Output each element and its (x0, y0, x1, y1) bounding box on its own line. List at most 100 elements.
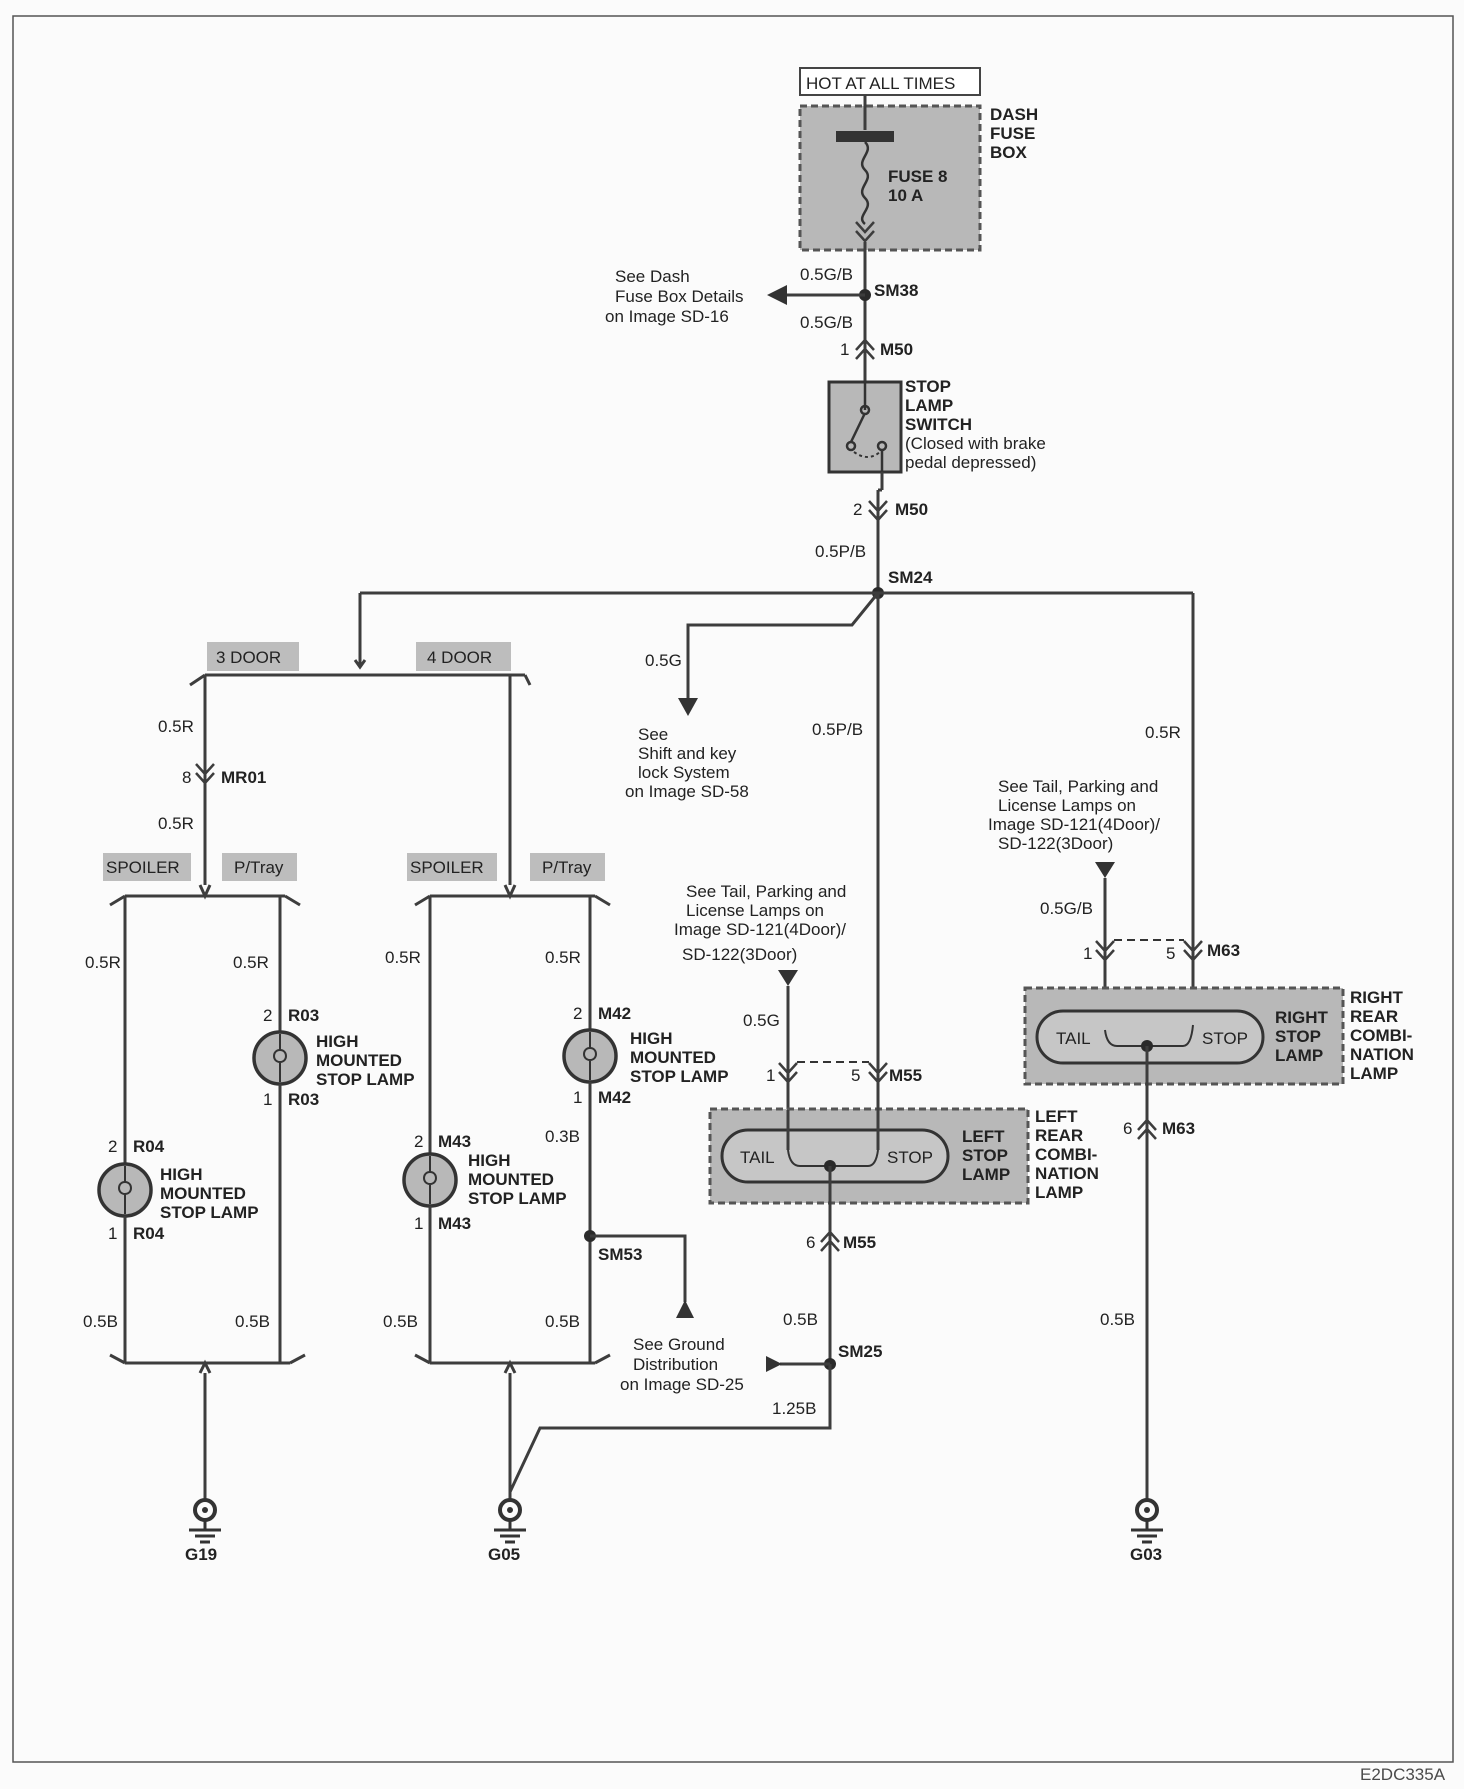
left-stop-label: STOP (887, 1148, 933, 1167)
dash-fuse-box (798, 104, 982, 252)
ground-g19: G19 (185, 1545, 217, 1564)
connector-m43-bottom: M43 (438, 1214, 471, 1233)
connector-m55-bottom: M55 (843, 1233, 876, 1252)
pin-label: 2 (414, 1132, 423, 1151)
right-rear-label-3: COMBI- (1350, 1026, 1412, 1045)
switch-label-3: SWITCH (905, 415, 972, 434)
connector-r03-bottom: R03 (288, 1090, 319, 1109)
hmsl-m43-label-1: HIGH (468, 1151, 511, 1170)
wire-label: 1.25B (772, 1399, 816, 1418)
pin-label: 2 (573, 1004, 582, 1023)
wire-label: 0.5G (645, 651, 682, 670)
option-tag-4door (416, 642, 511, 671)
ground-ref-1: See Ground (633, 1335, 725, 1354)
tail-left-ref-2: License Lamps on (686, 901, 824, 920)
option-spoiler: SPOILER (410, 858, 484, 877)
right-stop-lamp (1035, 1009, 1265, 1065)
wire-label: 0.5R (545, 948, 581, 967)
wire-label: 0.5B (235, 1312, 270, 1331)
connector-m42-top: M42 (598, 1004, 631, 1023)
wire-label: 0.5R (158, 814, 194, 833)
pin-label: 1 (766, 1066, 775, 1085)
right-rear-label-5: LAMP (1350, 1064, 1398, 1083)
left-rear-label-1: LEFT (1035, 1107, 1078, 1126)
wire-label: 0.5G/B (1040, 899, 1093, 918)
pin-label: 8 (182, 768, 191, 787)
option-ptray: P/Tray (234, 858, 284, 877)
switch-label-1: STOP (905, 377, 951, 396)
right-tail-label: TAIL (1056, 1029, 1091, 1048)
dash-fuse-ref-3: on Image SD-16 (605, 307, 729, 326)
tail-right-ref-4: SD-122(3Door) (998, 834, 1113, 853)
left-stop-lamp-label-2: STOP (962, 1146, 1008, 1165)
wire-label: 0.5R (385, 948, 421, 967)
pin-label: 1 (414, 1214, 423, 1233)
arrow-right-icon (766, 1356, 782, 1372)
pin-label: 2 (263, 1006, 272, 1025)
ground-ref-3: on Image SD-25 (620, 1375, 744, 1394)
hmsl-r04-label-3: STOP LAMP (160, 1203, 259, 1222)
left-tail-label: TAIL (740, 1148, 775, 1167)
hot-label-box (799, 67, 981, 96)
pin-label: 1 (573, 1088, 582, 1107)
left-rear-label-3: COMBI- (1035, 1145, 1097, 1164)
hmsl-r04-label-1: HIGH (160, 1165, 203, 1184)
wire-label: 0.5G/B (800, 265, 853, 284)
left-stop-lamp (720, 1128, 950, 1184)
right-rear-label-4: NATION (1350, 1045, 1414, 1064)
arrow-up-icon (676, 1300, 694, 1318)
wire-label: 0.5R (1145, 723, 1181, 742)
hmsl-m43-label-2: MOUNTED (468, 1170, 554, 1189)
connector-m43-top: M43 (438, 1132, 471, 1151)
tail-left-ref-3: Image SD-121(4Door)/ (674, 920, 846, 939)
wire-label: 0.5R (158, 717, 194, 736)
option-4door: 4 DOOR (427, 648, 492, 667)
image-code: E2DC335A (1360, 1765, 1446, 1784)
tail-right-ref-3: Image SD-121(4Door)/ (988, 815, 1160, 834)
connector-r04-bottom: R04 (133, 1224, 165, 1243)
arrow-down-icon (678, 698, 698, 716)
wire-label: 0.5G/B (800, 313, 853, 332)
pin-label: 1 (1083, 944, 1092, 963)
connector-mr01: MR01 (221, 768, 266, 787)
option-tag-spoiler (103, 853, 191, 881)
hmsl-m42-label-2: MOUNTED (630, 1048, 716, 1067)
pin-label: 5 (851, 1066, 860, 1085)
left-rear-label-2: REAR (1035, 1126, 1083, 1145)
switch-label-2: LAMP (905, 396, 953, 415)
left-stop-lamp-label-1: LEFT (962, 1127, 1005, 1146)
pin-label: 1 (840, 340, 849, 359)
splice-sm24-label: SM24 (888, 568, 933, 587)
connector-m63-bottom: M63 (1162, 1119, 1195, 1138)
pin-label: 2 (853, 500, 862, 519)
fuse-label: FUSE 8 (888, 167, 948, 186)
fuse-box-label-3: BOX (990, 143, 1028, 162)
fuse-bar (836, 131, 894, 142)
hmsl-m43-label-3: STOP LAMP (468, 1189, 567, 1208)
option-tag-spoiler (407, 853, 497, 881)
shift-lock-ref-2: Shift and key (638, 744, 737, 763)
connector-r04-top: R04 (133, 1137, 165, 1156)
right-stop-label: STOP (1202, 1029, 1248, 1048)
tail-left-ref-4: SD-122(3Door) (682, 945, 797, 964)
option-3door: 3 DOOR (216, 648, 281, 667)
option-tag-ptray (530, 853, 605, 881)
hmsl-r03-label-1: HIGH (316, 1032, 359, 1051)
connector-m55-top: M55 (889, 1066, 922, 1085)
left-rear-label-4: NATION (1035, 1164, 1099, 1183)
option-tag-ptray (222, 853, 297, 881)
connector-m42-bottom: M42 (598, 1088, 631, 1107)
arrow-down-icon (1095, 862, 1115, 878)
pin-label: 5 (1166, 944, 1175, 963)
wire-label: 0.5B (783, 1310, 818, 1329)
tail-left-ref-1: See Tail, Parking and (686, 882, 846, 901)
hmsl-m42-label-3: STOP LAMP (630, 1067, 729, 1086)
wire-label: 0.5G (743, 1011, 780, 1030)
right-rear-label-1: RIGHT (1350, 988, 1404, 1007)
dash-fuse-ref-2: Fuse Box Details (615, 287, 744, 306)
connector-m50-bottom: M50 (895, 500, 928, 519)
wire-label: 0.5P/B (812, 720, 863, 739)
right-rear-label-2: REAR (1350, 1007, 1398, 1026)
fuse-box-label-2: FUSE (990, 124, 1035, 143)
